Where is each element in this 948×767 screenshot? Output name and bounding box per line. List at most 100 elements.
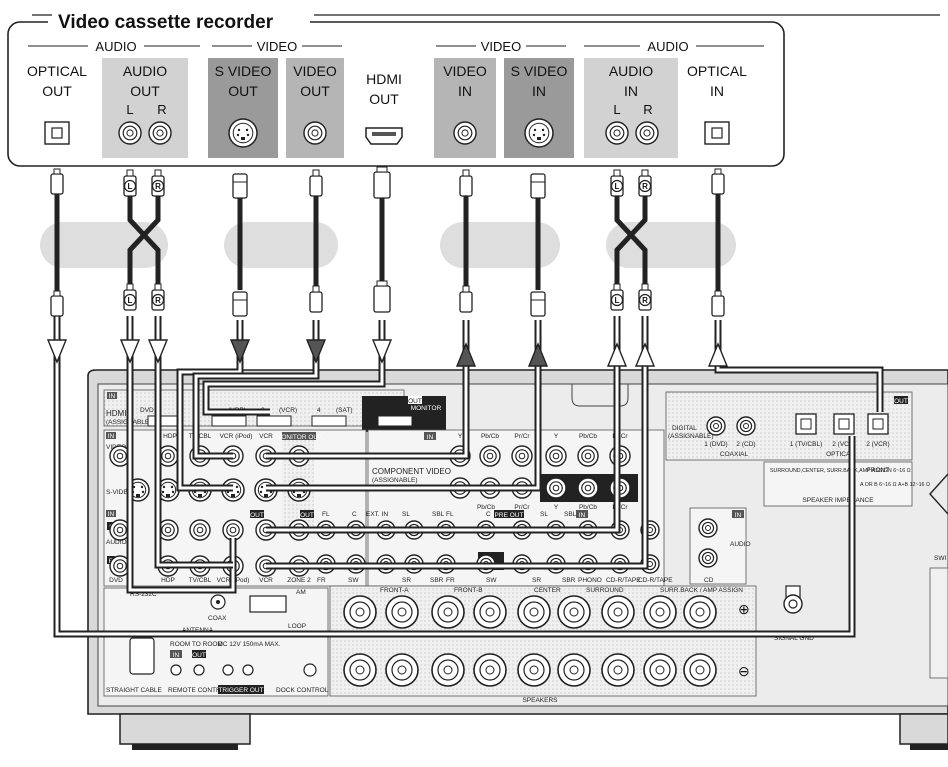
speaker-impedance-label: SPEAKER IMPEDANCE (802, 497, 874, 504)
rca-jack-icon (165, 453, 171, 459)
rca-plug-icon (642, 284, 648, 290)
sbl-label: SBL (432, 511, 445, 518)
rca-jack-icon (117, 563, 123, 569)
jack-label: OUT (42, 83, 72, 99)
fl-label: FL (322, 511, 330, 518)
col-dvd-label: DVD (109, 577, 123, 584)
channel-badge-label: L (128, 296, 133, 305)
arrow-down-icon (48, 340, 66, 362)
pr-label: Pr/Cr (514, 504, 530, 511)
impedance-left: SURROUND,CENTER, SURR.BACK,AMP ASSIGN 6~… (770, 468, 911, 474)
rca-jack-icon (165, 527, 171, 533)
channel-badge-label: R (642, 296, 648, 305)
trigger-port (223, 665, 233, 675)
cable-band (40, 222, 736, 268)
sr-label: SR (532, 577, 541, 584)
svideo-pin (172, 491, 174, 493)
sl-label: SL (540, 511, 548, 518)
speaker-terminal-icon (656, 666, 664, 674)
jack-label: HDMI (366, 71, 402, 87)
arrow-down-icon (121, 340, 139, 362)
monitor-out-label: MONITOR OUT (276, 434, 322, 441)
ac-inlet (930, 568, 948, 678)
out-badge-label: OUT (408, 398, 422, 405)
rca-plug-icon (642, 170, 648, 176)
speaker-terminal-icon (614, 666, 622, 674)
hdmi-plug-icon (377, 281, 387, 286)
am-label: AM (296, 589, 306, 596)
c-label: C (352, 511, 357, 518)
group-label: VIDEO (481, 39, 521, 54)
svideo-key (264, 494, 268, 497)
speaker-terminal-icon (614, 608, 622, 616)
vcr-panel: Video cassette recorder AUDIO VIDEO VIDE… (8, 8, 940, 166)
rca-plug-icon (460, 292, 472, 312)
minus-icon: ⊖ (738, 663, 750, 679)
c-label: C (486, 511, 491, 518)
optical-port-icon (796, 414, 816, 434)
speaker-terminal-icon (530, 666, 538, 674)
jack-label: S VIDEO (215, 63, 272, 79)
page-title: Video cassette recorder (58, 12, 274, 33)
sl-label: SL (402, 511, 410, 518)
col-hdp-label: HDP (161, 577, 175, 584)
optical-plug-icon (712, 296, 724, 316)
speaker-terminal-icon (530, 608, 538, 616)
hdmi-monitor-label: MONITOR (411, 405, 442, 412)
hdmi-sat-label: (SAT) (336, 407, 353, 414)
arrow-up-icon (529, 344, 547, 366)
optical-1-label: 1 (TV/CBL) (790, 441, 823, 448)
channel-badge-label: R (155, 296, 161, 305)
svideo-pin (246, 129, 248, 131)
dock-control-label: DOCK CONTROL (276, 687, 329, 694)
svideo-key (537, 137, 541, 140)
phono-label: PHONO (578, 577, 602, 584)
channel-label: L (126, 102, 133, 117)
pre-out-label: PRE OUT (495, 512, 524, 519)
pb-label: Pb/Cb (579, 504, 597, 511)
cable-segment (238, 198, 243, 290)
plus-icon: ⊕ (738, 601, 750, 617)
arrow-up-icon (457, 344, 475, 366)
svideo-key (241, 137, 245, 140)
jack-label: OPTICAL (27, 63, 87, 79)
jack-label: IN (710, 83, 724, 99)
front-a-label: FRONT-A (380, 587, 409, 594)
channel-badge-label: R (155, 182, 161, 191)
top-vcr-ipod-label: VCR (iPod) (220, 433, 253, 440)
ext-in-label: EXT. IN (366, 511, 388, 518)
optical-plug-icon (712, 174, 724, 194)
cd-label: CD (704, 577, 714, 584)
cable-segment (716, 194, 721, 296)
in-badge-label: IN (108, 433, 115, 440)
component-video-label: COMPONENT VIDEO (372, 467, 451, 476)
jack-label: OUT (369, 91, 399, 107)
optical-port-icon (834, 414, 854, 434)
receiver-foot-left (132, 744, 238, 750)
group-label: AUDIO (647, 39, 688, 54)
y-label: Y (458, 433, 463, 440)
digital-assign-label: (ASSIGNABLE) (668, 433, 714, 440)
cable-band-pill (440, 222, 560, 268)
gnd-terminal (789, 600, 797, 608)
rca-plug-icon (127, 170, 133, 176)
rca-plug-icon (614, 170, 620, 176)
hdmi-vcr-label: (VCR) (279, 407, 297, 414)
rca-plug-icon (310, 176, 322, 196)
switched-label: SWI (934, 555, 946, 562)
optical-port-icon (705, 122, 729, 144)
optical-plug-icon (715, 291, 721, 296)
hdmi-port-hdp (212, 416, 246, 426)
jack-label: AUDIO (609, 63, 653, 79)
jack-label: VIDEO (443, 63, 487, 79)
in-badge-label: IN (735, 512, 742, 519)
jack-label: S VIDEO (511, 63, 568, 79)
hdmi-plug-icon (377, 167, 387, 172)
speaker-terminal-icon (398, 608, 406, 616)
channel-label: L (613, 102, 620, 117)
rca-plug-icon (313, 286, 319, 292)
channel-badge-label: L (615, 182, 620, 191)
sw-label: SW (348, 577, 359, 584)
svideo-key (166, 494, 170, 497)
